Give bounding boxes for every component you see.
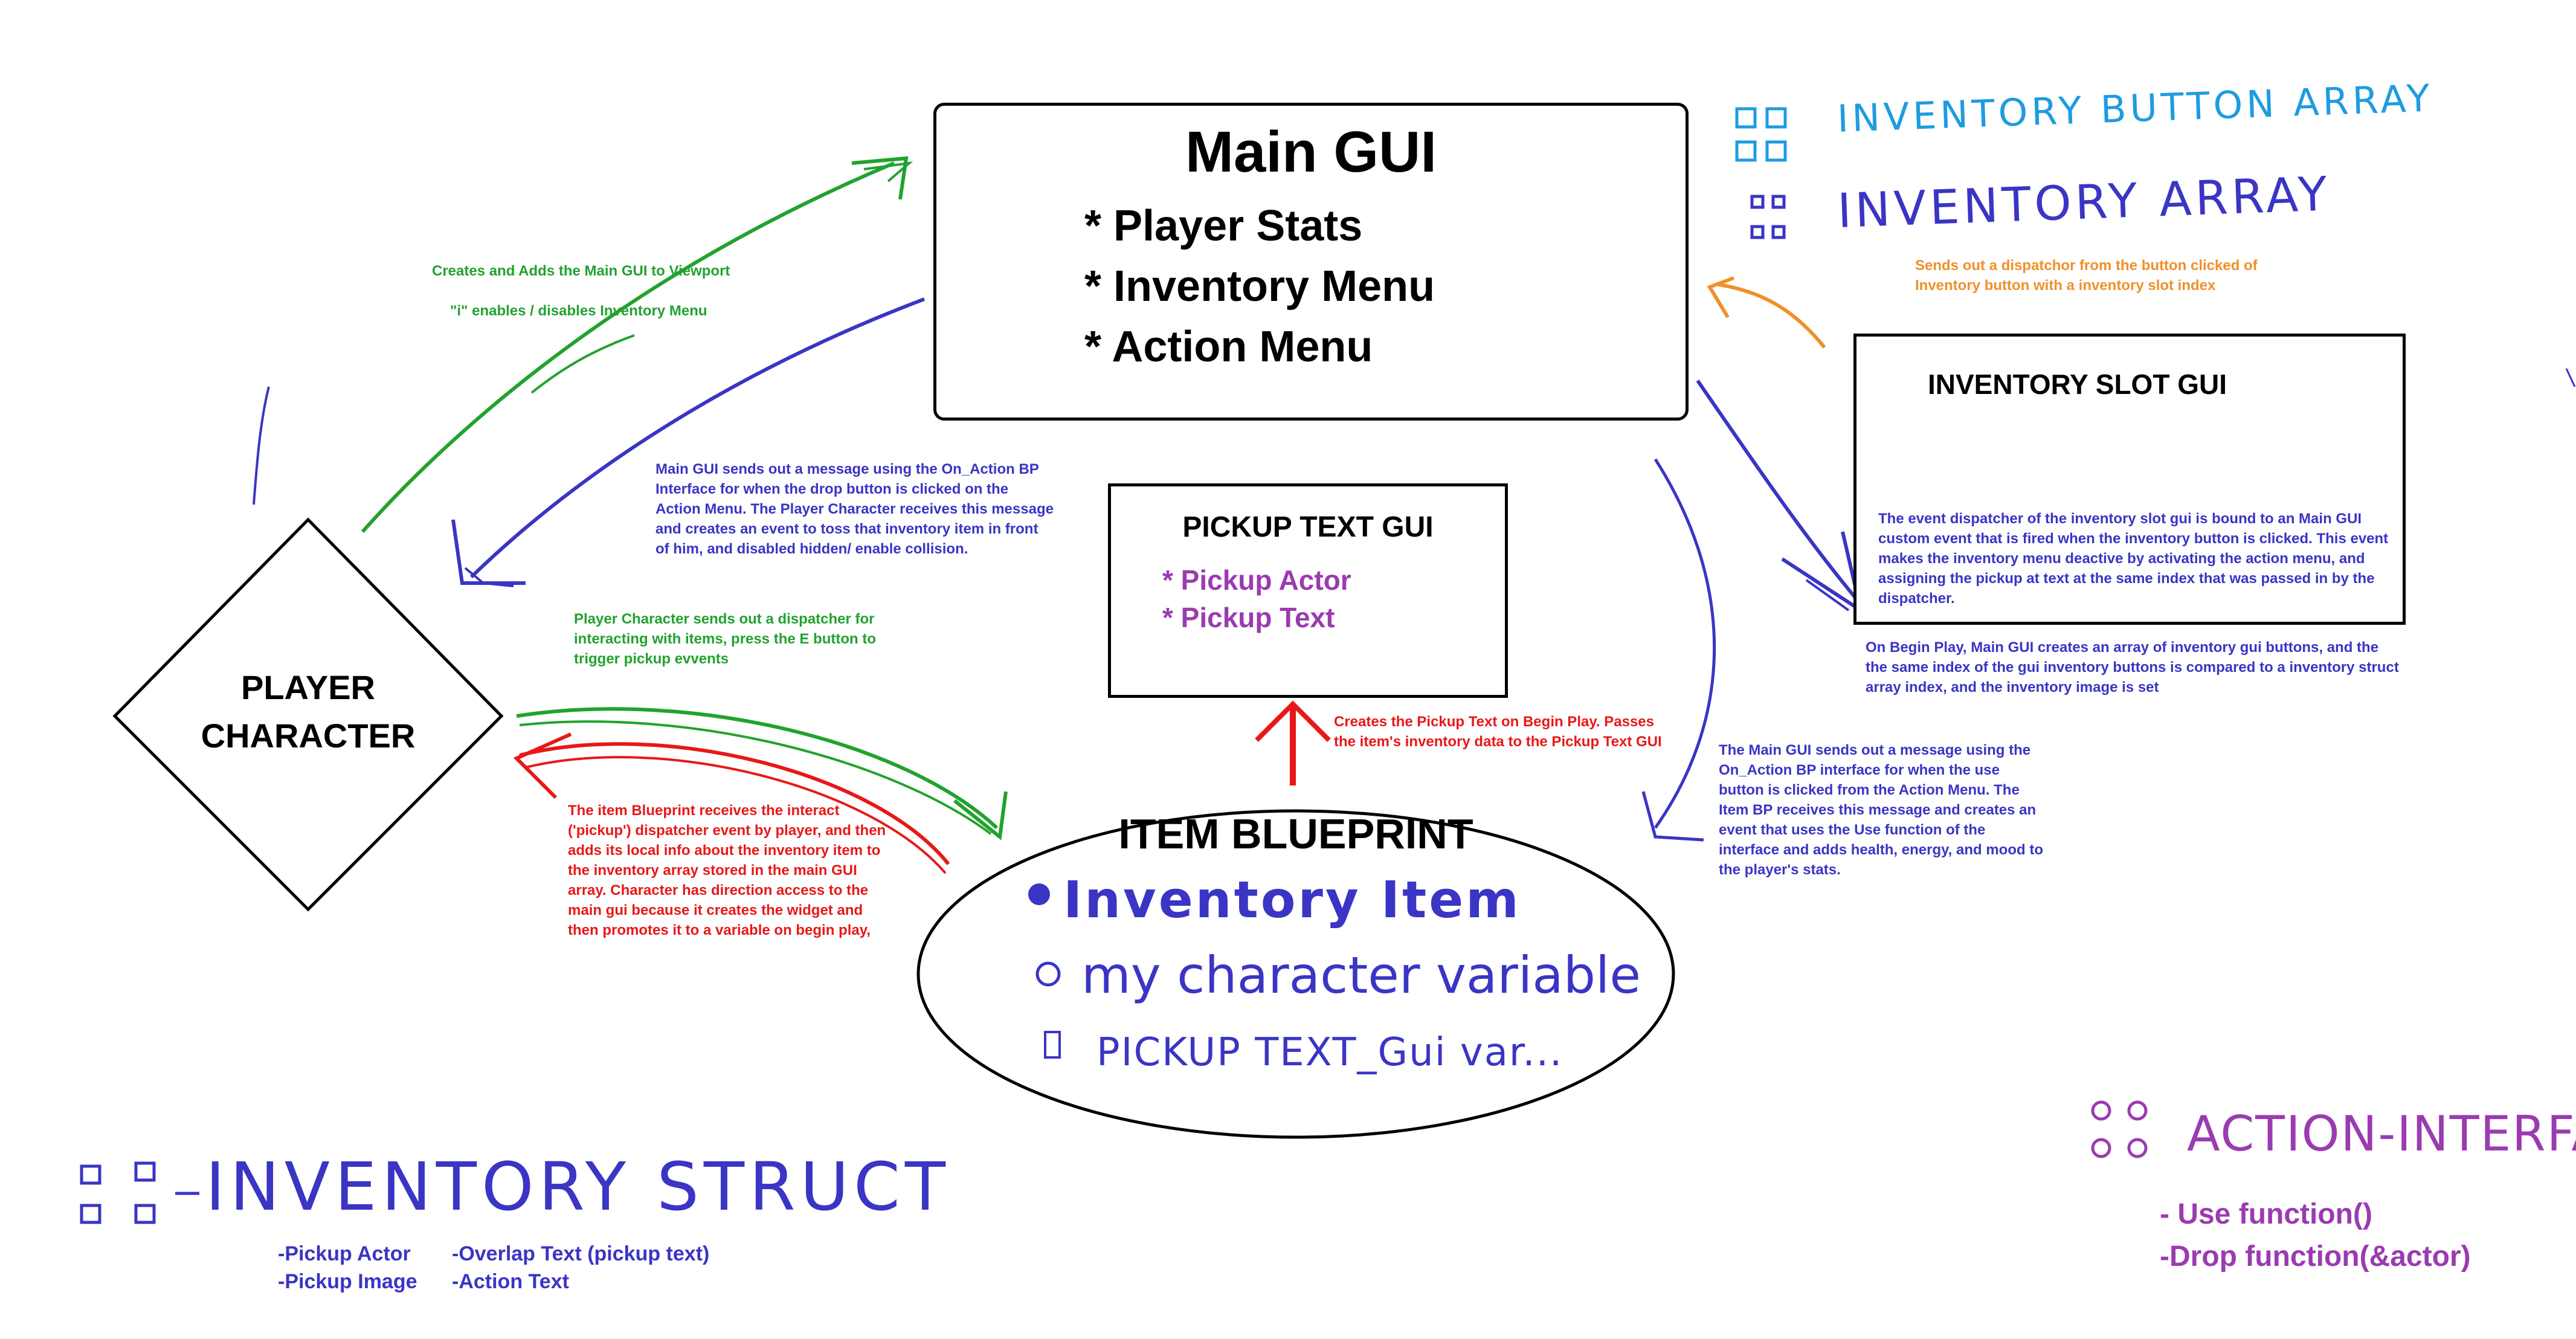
struct-field-pickup-actor: -Pickup Actor: [278, 1242, 411, 1265]
blue-arrow-main-gui-to-player: [469, 297, 926, 579]
note-player-dispatcher: Player Character sends out a dispatcher …: [574, 611, 877, 667]
note-main-gui-drop: Main GUI sends out a message using the O…: [655, 461, 1054, 557]
orange-arrow-slot-to-main-gui: [1715, 282, 1826, 349]
note-dispatcher-from-button: Sends out a dispatchor from the button c…: [1915, 257, 2258, 294]
action-interface-drop: -Drop function(&actor): [2160, 1241, 2471, 1273]
inventory-struct-title: INVENTORY STRUCT: [205, 1148, 951, 1225]
inventory-slot-gui-title: INVENTORY SLOT GUI: [1928, 369, 2227, 400]
action-interface-title: ACTION-INTERFACE: [2187, 1106, 2576, 1162]
red-arrow-item-bp-to-player: [519, 742, 950, 865]
item-blueprint-ellipse: [916, 809, 1675, 1139]
bullet-ring-icon: [1035, 961, 1061, 987]
item-bp-var-pickup-text-gui: PICKUP TEXT_Gui var...: [1096, 1030, 1563, 1075]
inventory-struct-col2: -Overlap Text (pickup text) -Action Text: [452, 1240, 709, 1295]
main-gui-item-player-stats: * Player Stats: [1084, 202, 1363, 250]
main-gui-item-action-menu: * Action Menu: [1084, 323, 1373, 371]
action-interface-use: - Use function(): [2160, 1198, 2372, 1230]
note-begin-play-array: On Begin Play, Main GUI creates an array…: [1866, 639, 2399, 695]
interface-icon: [2091, 1100, 2148, 1158]
button-array-icon: [1735, 107, 1787, 162]
blue-arrow-main-gui-to-item-bp: [1653, 458, 1716, 829]
pickup-text-item-actor: * Pickup Actor: [1162, 564, 1351, 596]
player-character-label-line1: PLAYER: [240, 668, 375, 706]
note-main-gui-use: The Main GUI sends out a message using t…: [1719, 742, 2043, 878]
pickup-text-gui-title: PICKUP TEXT GUI: [1182, 511, 1434, 543]
bullet-filled-icon: [1028, 883, 1050, 905]
note-creates-main-gui: Creates and Adds the Main GUI to Viewpor…: [432, 263, 730, 279]
item-bp-var-character: my character variable: [1081, 946, 1641, 1005]
pickup-text-item-text: * Pickup Text: [1162, 602, 1335, 633]
blue-arrow-main-gui-to-slot: [1696, 379, 1863, 605]
struct-icon: [80, 1161, 199, 1224]
note-i-toggle: "i" enables / disables Inventory Menu: [450, 303, 707, 319]
struct-field-pickup-image: -Pickup Image: [278, 1270, 417, 1293]
array-icon: [1750, 195, 1786, 239]
item-blueprint-title: ITEM BLUEPRINT: [1118, 810, 1473, 857]
inventory-slot-gui-box: INVENTORY SLOT GUI The event dispatcher …: [1853, 334, 2406, 625]
struct-field-action-text: -Action Text: [452, 1270, 569, 1293]
item-bp-var-inventory-item: Inventory Item: [1063, 870, 1521, 929]
green-arrow-player-to-item-bp: [516, 707, 999, 830]
struct-field-overlap-text: -Overlap Text (pickup text): [452, 1242, 710, 1265]
note-creates-pickup-text: Creates the Pickup Text on Begin Play. P…: [1334, 714, 1662, 750]
green-arrow-player-to-main-gui: [361, 161, 895, 533]
player-character-label: PLAYER CHARACTER: [175, 663, 441, 760]
player-character-diamond: [112, 517, 504, 912]
main-gui-box: Main GUI * Player Stats * Inventory Menu…: [933, 103, 1689, 421]
player-character-label-line2: CHARACTER: [201, 717, 416, 755]
inventory-struct-col1: -Pickup Actor -Pickup Image: [278, 1240, 417, 1295]
pickup-text-gui-box: PICKUP TEXT GUI * Pickup Actor * Pickup …: [1108, 483, 1508, 698]
variable-square-icon: [1044, 1031, 1061, 1059]
note-item-bp-receives: The item Blueprint receives the interact…: [568, 802, 886, 938]
inventory-slot-gui-note: The event dispatcher of the inventory sl…: [1878, 511, 2389, 607]
main-gui-item-inventory-menu: * Inventory Menu: [1084, 262, 1435, 311]
main-gui-title: Main GUI: [1185, 120, 1437, 184]
